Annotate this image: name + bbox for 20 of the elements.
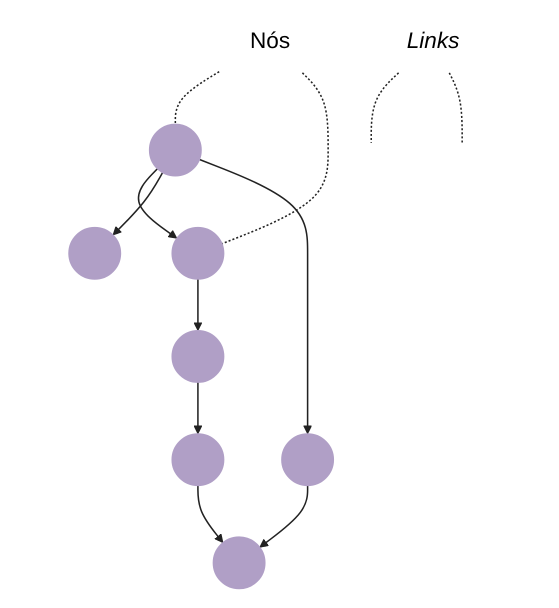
arrow — [259, 486, 308, 548]
node-circle — [171, 330, 224, 383]
leader-line — [448, 72, 463, 143]
text-label: Nós — [250, 28, 290, 54]
arrow — [193, 279, 202, 331]
arrow — [197, 486, 224, 543]
node-circle — [148, 124, 202, 177]
leader-line — [370, 72, 400, 143]
node-circle — [171, 226, 224, 280]
node-circle — [212, 536, 266, 590]
node-circle — [171, 433, 224, 486]
arrow — [193, 382, 202, 434]
leader-line — [174, 71, 220, 124]
arrow — [138, 168, 178, 239]
node-circle — [68, 226, 122, 280]
leader-line — [222, 72, 329, 244]
arrow — [199, 158, 312, 434]
arrow — [112, 172, 164, 236]
text-label: Links — [406, 28, 460, 54]
node-circle — [281, 433, 334, 486]
